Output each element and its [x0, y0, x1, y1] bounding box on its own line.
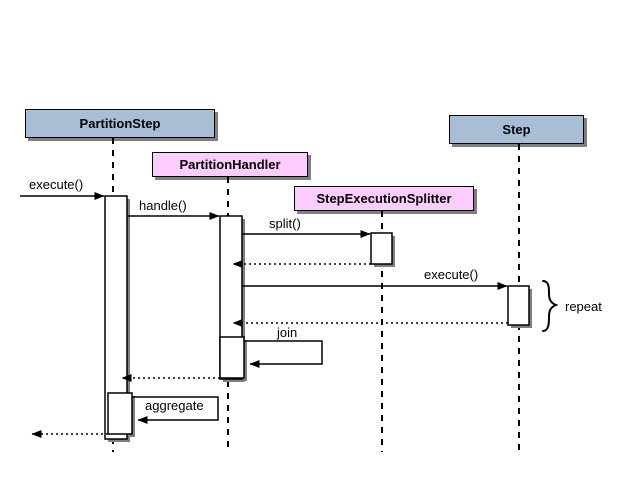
- participant-step[interactable]: Step: [449, 115, 584, 144]
- participant-step-execution-splitter[interactable]: StepExecutionSplitter: [294, 186, 474, 211]
- activation-partition-handler-join: [219, 336, 245, 379]
- message-aggregate-self: [132, 396, 219, 424]
- activation-step-execution-splitter: [370, 232, 393, 265]
- message-label-execute-step: execute(): [424, 267, 479, 282]
- message-label-join: join: [277, 325, 298, 340]
- repeat-annotation-label: repeat: [565, 299, 602, 314]
- message-label-execute-entry: execute(): [29, 177, 84, 192]
- participant-partition-step[interactable]: PartitionStep: [25, 109, 215, 138]
- message-label-handle: handle(): [139, 198, 187, 213]
- activation-partition-step-aggregate: [107, 392, 133, 435]
- message-label-split: split(): [269, 216, 301, 231]
- message-label-aggregate: aggregate: [145, 398, 204, 413]
- participant-step-execution-splitter-label: StepExecutionSplitter: [316, 191, 452, 206]
- messages: [20, 192, 508, 438]
- participant-partition-handler[interactable]: PartitionHandler: [152, 152, 308, 177]
- participant-step-label: Step: [502, 122, 531, 137]
- repeat-brace-icon: [542, 280, 559, 332]
- message-join-self: [244, 340, 323, 368]
- participant-partition-step-label: PartitionStep: [79, 116, 161, 131]
- activation-step: [507, 285, 530, 326]
- participant-partition-handler-label: PartitionHandler: [179, 157, 281, 172]
